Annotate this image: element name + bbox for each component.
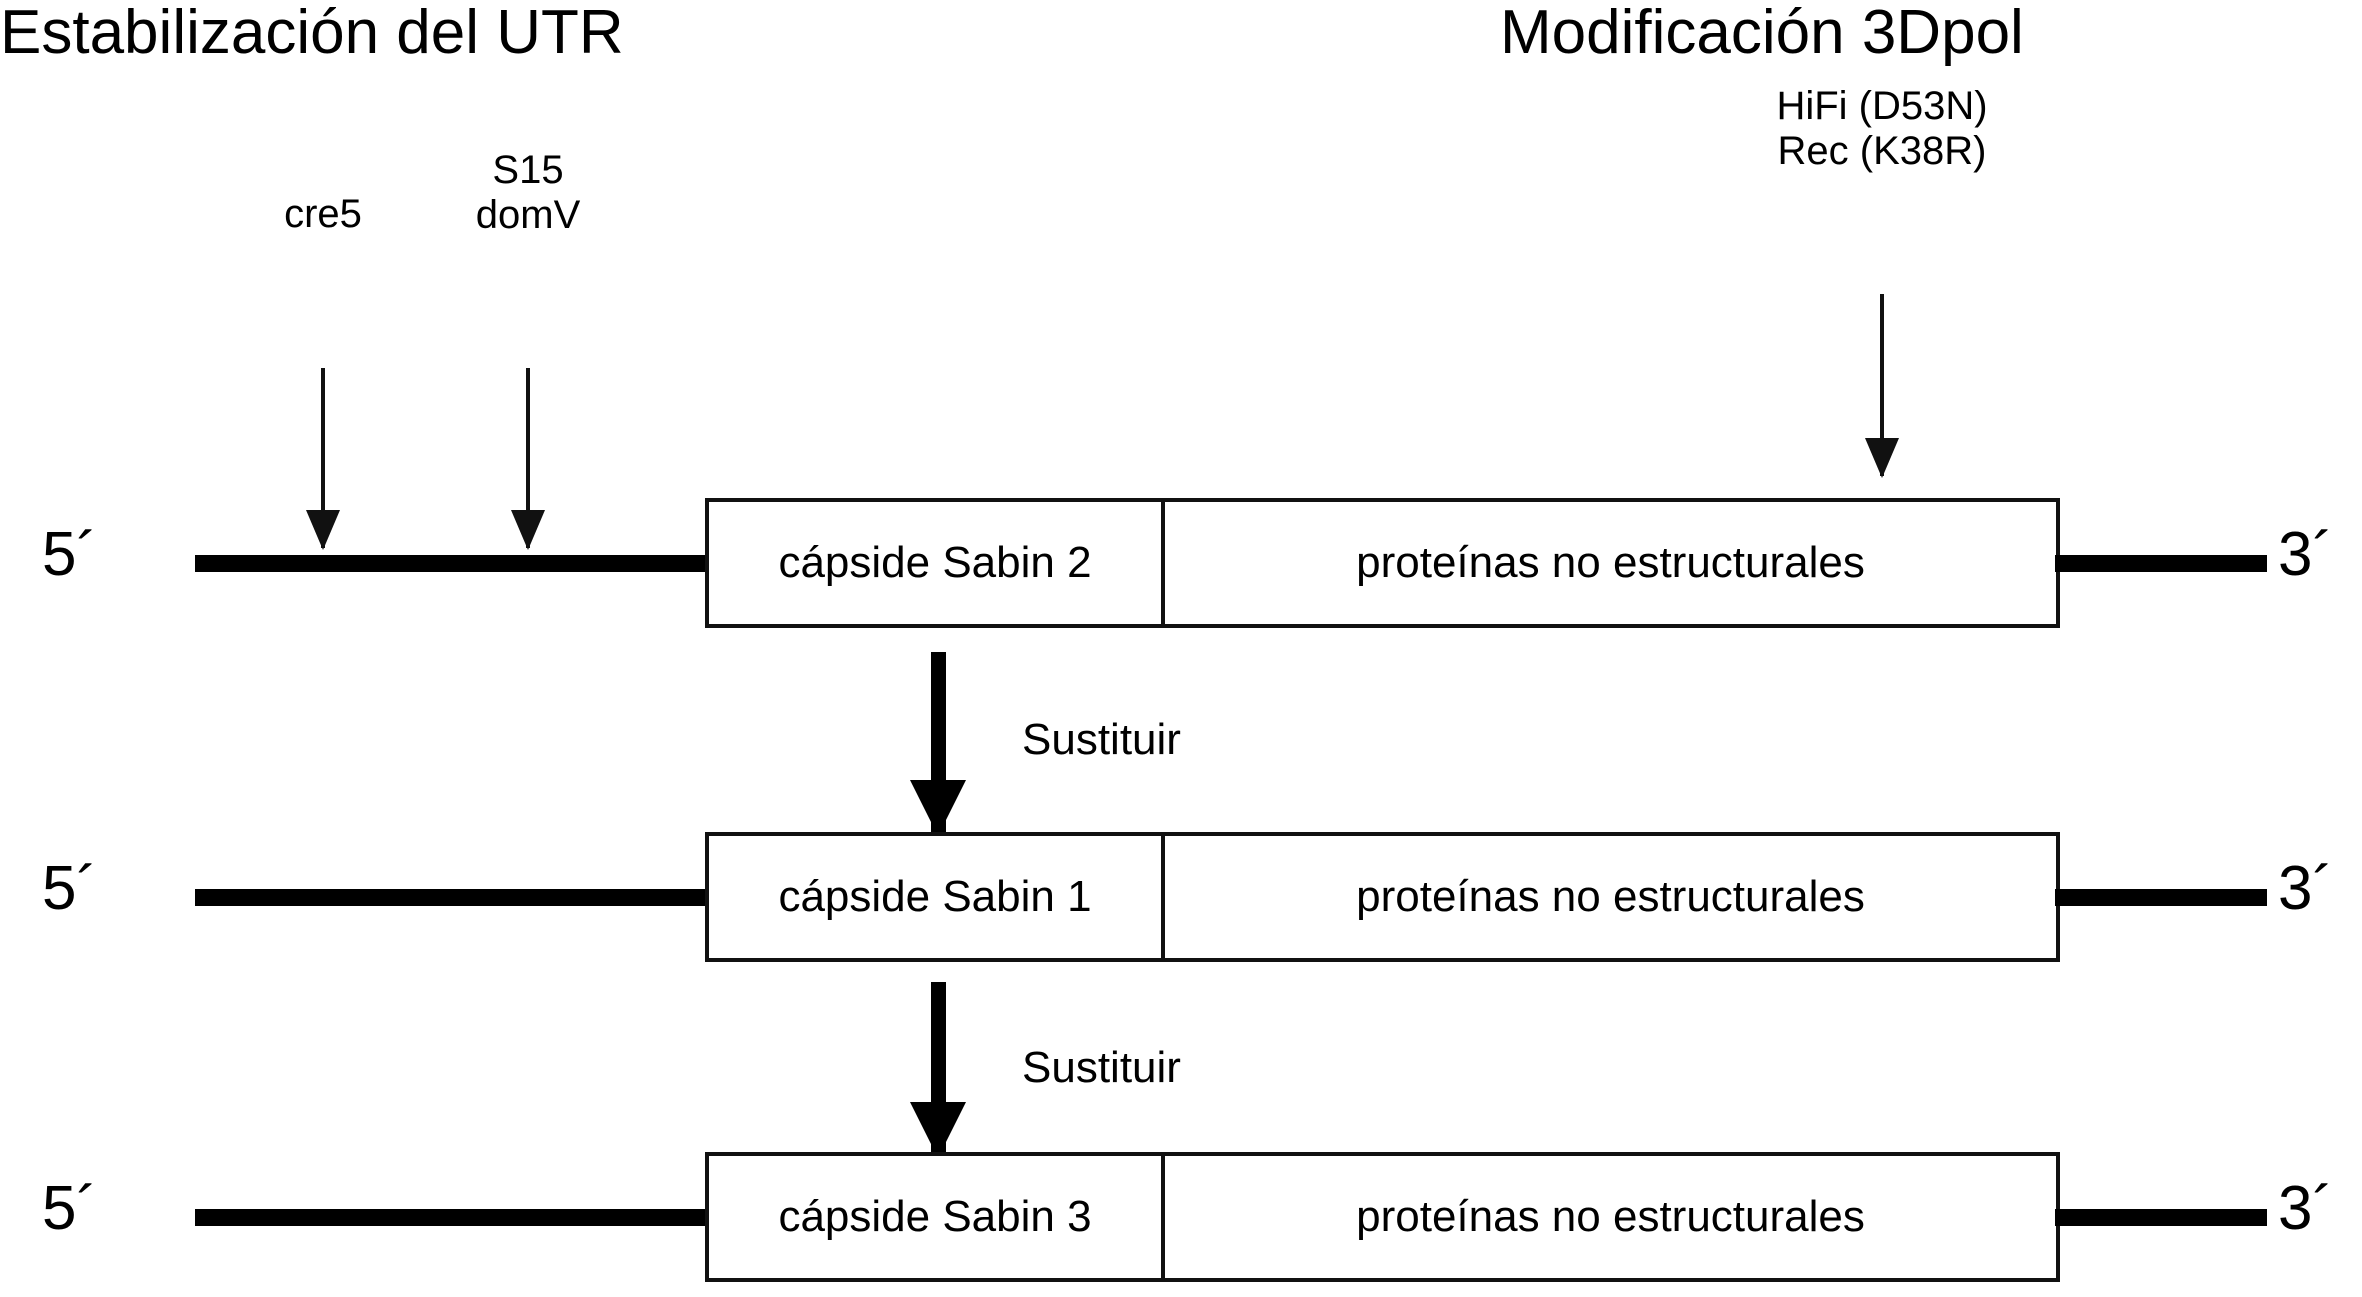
nonstructural-segment: proteínas no estructurales [1165, 1156, 2056, 1278]
arrow-head [511, 510, 545, 550]
five-prime-end-label: 5´ [42, 520, 98, 589]
genome-row-1: 5´ cápside Sabin 2 proteínas no estructu… [0, 498, 2362, 628]
pol-down-arrow-icon [1862, 294, 1902, 478]
three-prime-utr-line [2055, 555, 2267, 572]
annotation-s15-label: S15 [492, 148, 564, 192]
capsid-segment: cápside Sabin 2 [709, 502, 1165, 624]
annotation-hifi-label: HiFi (D53N) [1776, 84, 1988, 128]
five-prime-end-label: 5´ [42, 1174, 98, 1243]
three-prime-end-label: 3´ [2278, 520, 2334, 589]
genome-row-3: 5´ cápside Sabin 3 proteínas no estructu… [0, 1152, 2362, 1282]
arrow-head [306, 510, 340, 550]
capsid-segment: cápside Sabin 1 [709, 836, 1165, 958]
nonstructural-label: proteínas no estructurales [1356, 538, 1865, 587]
three-prime-utr-line [2055, 889, 2267, 906]
substitute-thick-down-arrow-icon-1 [910, 652, 966, 836]
arrow-shaft [321, 368, 325, 548]
open-reading-frame-box: cápside Sabin 2 proteínas no estructural… [705, 498, 2060, 628]
five-prime-utr-line [195, 889, 710, 906]
nonstructural-label: proteínas no estructurales [1356, 872, 1865, 921]
open-reading-frame-box: cápside Sabin 3 proteínas no estructural… [705, 1152, 2060, 1282]
three-prime-end-label: 3´ [2278, 1174, 2334, 1243]
substitute-thick-down-arrow-icon-2 [910, 982, 966, 1158]
arrow-head [910, 780, 966, 836]
heading-utr-stabilization: Estabilización del UTR [0, 0, 624, 67]
capsid-label: cápside Sabin 3 [778, 1192, 1092, 1241]
five-prime-utr-line [195, 555, 710, 572]
three-prime-end-label: 3´ [2278, 854, 2334, 923]
annotation-rec-label: Rec (K38R) [1777, 128, 1987, 173]
arrow-shaft [1880, 294, 1884, 476]
genome-row-2: 5´ cápside Sabin 1 proteínas no estructu… [0, 832, 2362, 962]
annotation-s15-domv: S15 domV [428, 148, 628, 238]
arrow-head [910, 1102, 966, 1158]
arrow-shaft [526, 368, 530, 548]
capsid-label: cápside Sabin 2 [778, 538, 1092, 587]
capsid-label: cápside Sabin 1 [778, 872, 1092, 921]
domv-down-arrow-icon [508, 368, 548, 550]
three-prime-utr-line [2055, 1209, 2267, 1226]
annotation-cre5-label: cre5 [284, 192, 362, 236]
cre5-down-arrow-icon [303, 368, 343, 550]
nonstructural-segment: proteínas no estructurales [1165, 502, 2056, 624]
substitute-label-1: Sustituir [1022, 715, 1181, 764]
nonstructural-label: proteínas no estructurales [1356, 1192, 1865, 1241]
five-prime-utr-line [195, 1209, 710, 1226]
capsid-segment: cápside Sabin 3 [709, 1156, 1165, 1278]
substitute-label-2: Sustituir [1022, 1043, 1181, 1092]
annotation-3dpol-mutations: HiFi (D53N) Rec (K38R) [1682, 84, 2082, 174]
nonstructural-segment: proteínas no estructurales [1165, 836, 2056, 958]
heading-3dpol-modification: Modificación 3Dpol [1500, 0, 2024, 67]
annotation-cre5: cre5 [223, 192, 423, 237]
five-prime-end-label: 5´ [42, 854, 98, 923]
arrow-head [1865, 438, 1899, 478]
open-reading-frame-box: cápside Sabin 1 proteínas no estructural… [705, 832, 2060, 962]
annotation-domv-label: domV [475, 192, 581, 237]
